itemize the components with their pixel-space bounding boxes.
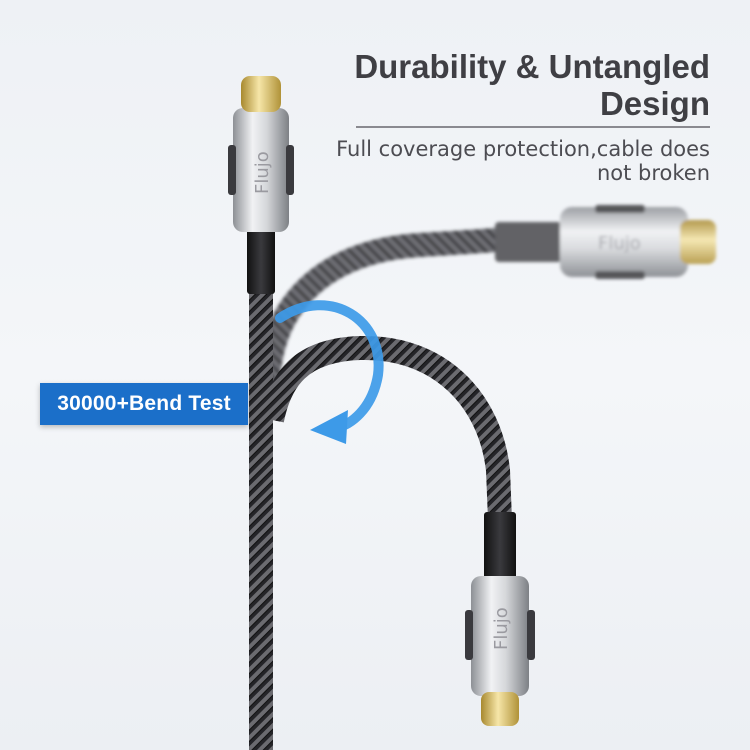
- subline: Full coverage protection,cable does not …: [310, 137, 710, 185]
- subline-line-2: not broken: [596, 161, 710, 185]
- bend-arrow-icon: [275, 300, 384, 444]
- brand-logo-top: Flujo: [252, 151, 273, 194]
- headline-line-1: Durability & Untangled: [354, 48, 710, 85]
- subline-line-1: Full coverage protection,cable does: [336, 137, 710, 161]
- headline-line-2: Design: [599, 85, 710, 122]
- brand-logo-bottom: Flujo: [491, 607, 512, 650]
- headline: Durability & Untangled Design: [290, 48, 710, 122]
- cable-vertical: Flujo: [228, 76, 294, 750]
- bend-test-badge: 30000+Bend Test: [40, 383, 248, 425]
- cable-bent-front: Flujo: [260, 335, 535, 726]
- divider: [356, 126, 710, 128]
- brand-logo-background: Flujo: [598, 233, 641, 254]
- cable-bent-background: Flujo: [256, 205, 716, 402]
